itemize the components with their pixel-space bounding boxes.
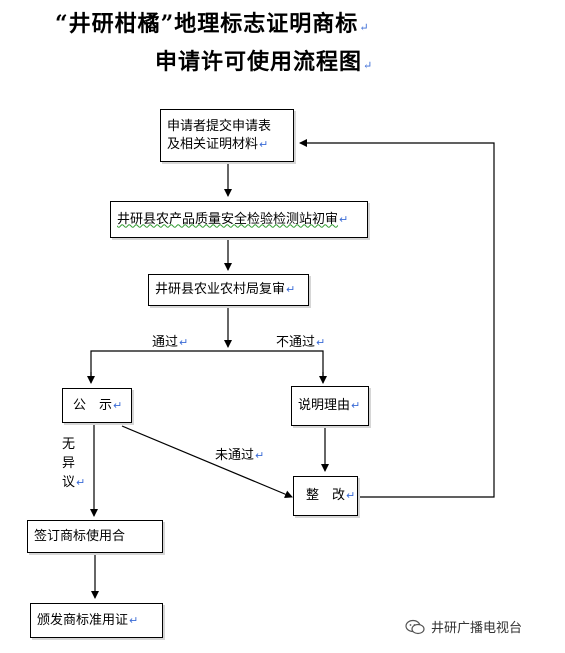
node-sign-text: 签订商标使用合 bbox=[34, 528, 126, 544]
title-line2-text: 申请许可使用流程图 bbox=[155, 49, 363, 75]
label-pass-text: 通过 bbox=[152, 335, 179, 350]
paragraph-mark-icon: ↵ bbox=[286, 283, 296, 296]
paragraph-mark-icon: ↵ bbox=[113, 398, 123, 412]
label-no-objection-char: 无 bbox=[62, 437, 76, 452]
paragraph-mark-icon: ↵ bbox=[316, 336, 326, 349]
label-fail: 不通过↵ bbox=[276, 331, 325, 350]
label-fail-text: 不通过 bbox=[276, 335, 316, 350]
label-no-objection: 无 异 议↵ bbox=[62, 435, 85, 492]
node-submit-line1: 申请者提交申请表 bbox=[167, 118, 272, 134]
node-issue-certificate: 颁发商标准用证↵ bbox=[30, 603, 163, 638]
node-explain-text: 说明理由 bbox=[298, 398, 351, 413]
loop-back-line bbox=[299, 139, 495, 498]
label-no-objection-char: 异 bbox=[62, 456, 76, 471]
node-review-text: 井研县农业农村局复审 bbox=[155, 282, 286, 297]
paragraph-mark-icon: ↵ bbox=[351, 399, 361, 412]
label-not-pass-text: 未通过 bbox=[215, 448, 255, 463]
label-no-objection-char: 议 bbox=[62, 475, 76, 490]
node-publicity: 公 示↵ bbox=[62, 388, 132, 423]
paragraph-mark-icon: ↵ bbox=[129, 613, 139, 627]
label-pass: 通过↵ bbox=[152, 331, 188, 350]
watermark-text: 井研广播电视台 bbox=[431, 621, 523, 636]
node-rectify: 整 改↵ bbox=[293, 476, 358, 516]
wechat-icon bbox=[405, 619, 425, 634]
paragraph-mark-icon: ↵ bbox=[346, 489, 356, 502]
node-review: 井研县农业农村局复审↵ bbox=[148, 274, 309, 306]
arrow-publicity-to-rectify bbox=[121, 425, 293, 498]
paragraph-mark-icon: ↵ bbox=[76, 476, 86, 489]
paragraph-mark-icon: ↵ bbox=[339, 212, 349, 226]
node-inspect-text: 井研县农产品质量安全检验检测站初审 bbox=[117, 211, 339, 227]
label-not-pass: 未通过↵ bbox=[215, 444, 264, 463]
node-submit-application: 申请者提交申请表 及相关证明材料↵ bbox=[160, 109, 294, 162]
paragraph-mark-icon: ↵ bbox=[359, 21, 370, 34]
diagram-title-line2: 申请许可使用流程图↵ bbox=[155, 44, 373, 76]
diagram-title-line1: “井研柑橘”地理标志证明商标↵ bbox=[55, 6, 370, 38]
title-line1-text: “井研柑橘”地理标志证明商标 bbox=[55, 11, 359, 37]
paragraph-mark-icon: ↵ bbox=[179, 336, 189, 349]
node-submit-line2: 及相关证明材料 bbox=[167, 136, 259, 152]
paragraph-mark-icon: ↵ bbox=[259, 137, 269, 151]
node-rectify-text: 整 改 bbox=[306, 488, 346, 503]
node-sign-contract: 签订商标使用合 bbox=[27, 520, 163, 553]
node-initial-inspection: 井研县农产品质量安全检验检测站初审↵ bbox=[110, 201, 368, 238]
paragraph-mark-icon: ↵ bbox=[363, 59, 374, 72]
branch-line bbox=[90, 350, 324, 381]
node-issue-text: 颁发商标准用证 bbox=[37, 612, 129, 628]
node-publicity-text: 公 示 bbox=[73, 397, 113, 413]
node-explain-reason: 说明理由↵ bbox=[291, 386, 369, 426]
watermark: 井研广播电视台 bbox=[405, 617, 522, 636]
paragraph-mark-icon: ↵ bbox=[255, 449, 265, 462]
